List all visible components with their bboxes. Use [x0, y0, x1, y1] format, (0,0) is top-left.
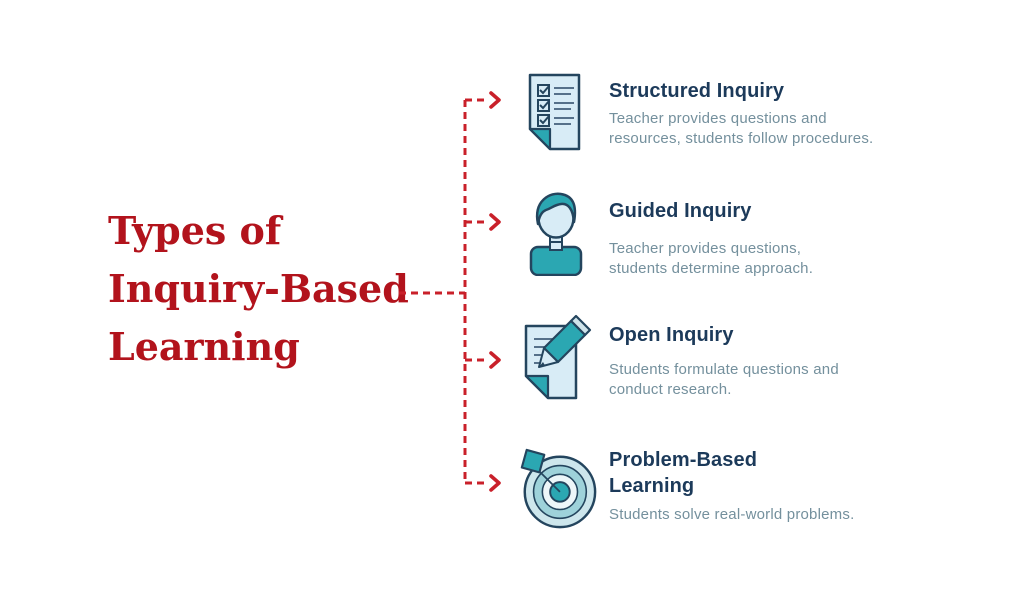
description-line: resources, students follow procedures. [609, 130, 874, 147]
heading-line: Structured Inquiry [609, 80, 785, 102]
heading-line: Guided Inquiry [609, 200, 752, 222]
target-dart-icon [514, 446, 600, 537]
description-line: conduct research. [609, 381, 732, 398]
item-description: Teacher provides questions, students det… [609, 239, 813, 279]
item-description: Teacher provides questions and resources… [609, 109, 873, 149]
arrow-head-icon [489, 474, 501, 492]
title-line: Types of [108, 208, 282, 253]
description-line: students determine approach. [609, 260, 814, 277]
person-icon [524, 190, 588, 281]
document-pencil-icon [518, 314, 596, 409]
item-description: Students solve real-world problems. [609, 505, 854, 525]
heading-line: Problem-Based [609, 449, 758, 471]
description-line: Teacher provides questions and [609, 110, 827, 127]
checklist-document-icon [522, 72, 586, 157]
arrow-head-icon [489, 213, 501, 231]
item-heading: Problem-Based Learning [609, 447, 757, 499]
item-heading: Open Inquiry [609, 322, 734, 348]
arrow-head-icon [489, 351, 501, 369]
item-description: Students formulate questions and conduct… [609, 360, 839, 400]
heading-line: Open Inquiry [609, 324, 734, 346]
item-heading: Structured Inquiry [609, 78, 784, 104]
title-line: Learning [108, 324, 300, 369]
description-line: Students solve real-world problems. [609, 506, 855, 523]
heading-line: Learning [609, 475, 695, 497]
arrow-head-icon [489, 91, 501, 109]
description-line: Students formulate questions and [609, 361, 839, 378]
description-line: Teacher provides questions, [609, 240, 802, 257]
page-title: Types of Inquiry-Based Learning [108, 202, 438, 376]
title-line: Inquiry-Based [108, 266, 409, 311]
item-heading: Guided Inquiry [609, 198, 752, 224]
